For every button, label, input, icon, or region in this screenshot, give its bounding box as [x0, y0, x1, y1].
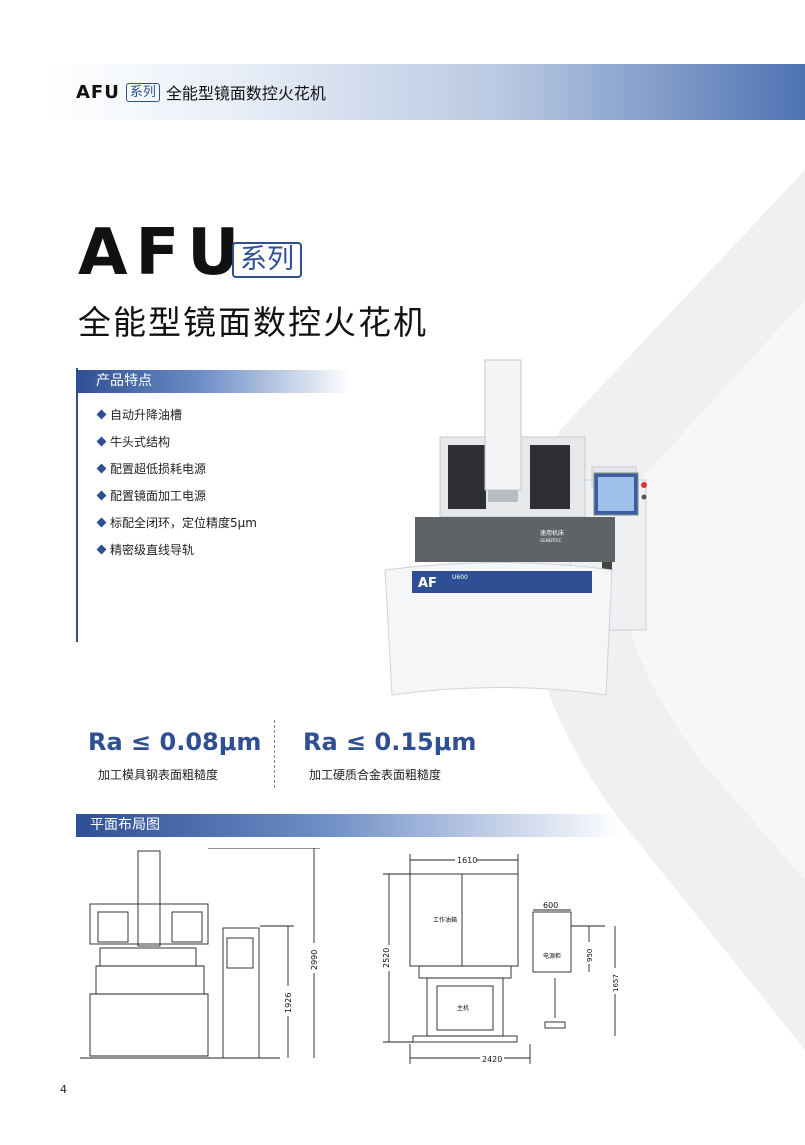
- photo-model-badge: AF: [418, 576, 437, 591]
- front-elevation-drawing: 2990 1926: [80, 848, 320, 1059]
- header-band: [48, 64, 805, 120]
- dim-cabinet-width: 600: [543, 901, 558, 910]
- label-power-cabinet: 电源柜: [543, 952, 561, 960]
- header-series: AFU: [76, 81, 120, 103]
- hero-series-tag: 系列: [232, 242, 302, 278]
- feature-item: 配置超低损耗电源: [96, 459, 257, 486]
- feature-item: 牛头式结构: [96, 432, 257, 459]
- machine-photo: 速用机床 GENERTEC AF U600: [384, 359, 647, 696]
- photo-model-code: U600: [452, 574, 468, 581]
- dim-cabinet-depth: 950: [586, 949, 594, 962]
- feature-item: 精密级直线导轨: [96, 540, 257, 567]
- header-series-tag: 系列: [125, 82, 160, 102]
- features-list: 自动升降油槽 牛头式结构 配置超低损耗电源 配置镜面加工电源 标配全闭环，定位精…: [96, 405, 257, 567]
- bullet-icon: [96, 436, 107, 447]
- dim-height-total: 2990: [310, 950, 319, 970]
- features-heading: 产品特点: [78, 370, 350, 393]
- roughness-desc: 加工模具钢表面粗糙度: [98, 768, 219, 782]
- photo-brand-cn: 速用机床: [540, 529, 564, 537]
- hero-series: AFU: [78, 216, 248, 290]
- roughness-spec-1: Ra ≤ 0.08μm 加工模具钢表面粗糙度: [88, 728, 261, 783]
- layout-heading: 平面布局图: [76, 814, 621, 837]
- header-product-name: 全能型镜面数控火花机: [165, 84, 326, 103]
- page-number: 4: [60, 1083, 67, 1096]
- feature-item: 标配全闭环，定位精度5μm: [96, 513, 257, 540]
- top-plan-drawing: 1610 2520 2420 600 950 1657 工作油箱 主机 电源柜: [380, 853, 621, 1064]
- bullet-icon: [96, 463, 107, 474]
- bullet-icon: [96, 409, 107, 420]
- roughness-value: Ra ≤ 0.15μm: [303, 728, 477, 756]
- roughness-value: Ra ≤ 0.08μm: [88, 728, 262, 756]
- roughness-spec-2: Ra ≤ 0.15μm 加工硬质合金表面粗糙度: [303, 728, 476, 783]
- dim-height-cabinet: 1926: [284, 993, 293, 1013]
- dim-cabinet-offset: 1657: [612, 974, 620, 992]
- label-work-tank: 工作油箱: [433, 916, 457, 924]
- bullet-icon: [96, 544, 107, 555]
- bullet-icon: [96, 517, 107, 528]
- feature-item: 自动升降油槽: [96, 405, 257, 432]
- bullet-icon: [96, 490, 107, 501]
- dim-width-total: 2420: [482, 1055, 502, 1064]
- photo-brand-en: GENERTEC: [540, 538, 562, 543]
- header-title: AFU 系列 全能型镜面数控火花机: [76, 78, 326, 106]
- roughness-divider: [274, 720, 275, 788]
- hero-product-name: 全能型镜面数控火花机: [78, 303, 428, 342]
- roughness-desc: 加工硬质合金表面粗糙度: [309, 768, 442, 782]
- label-main-unit: 主机: [457, 1004, 469, 1012]
- dim-depth-total: 2520: [382, 948, 391, 968]
- feature-item: 配置镜面加工电源: [96, 486, 257, 513]
- features-rule: [76, 368, 78, 642]
- dim-width-table: 1610: [457, 856, 477, 865]
